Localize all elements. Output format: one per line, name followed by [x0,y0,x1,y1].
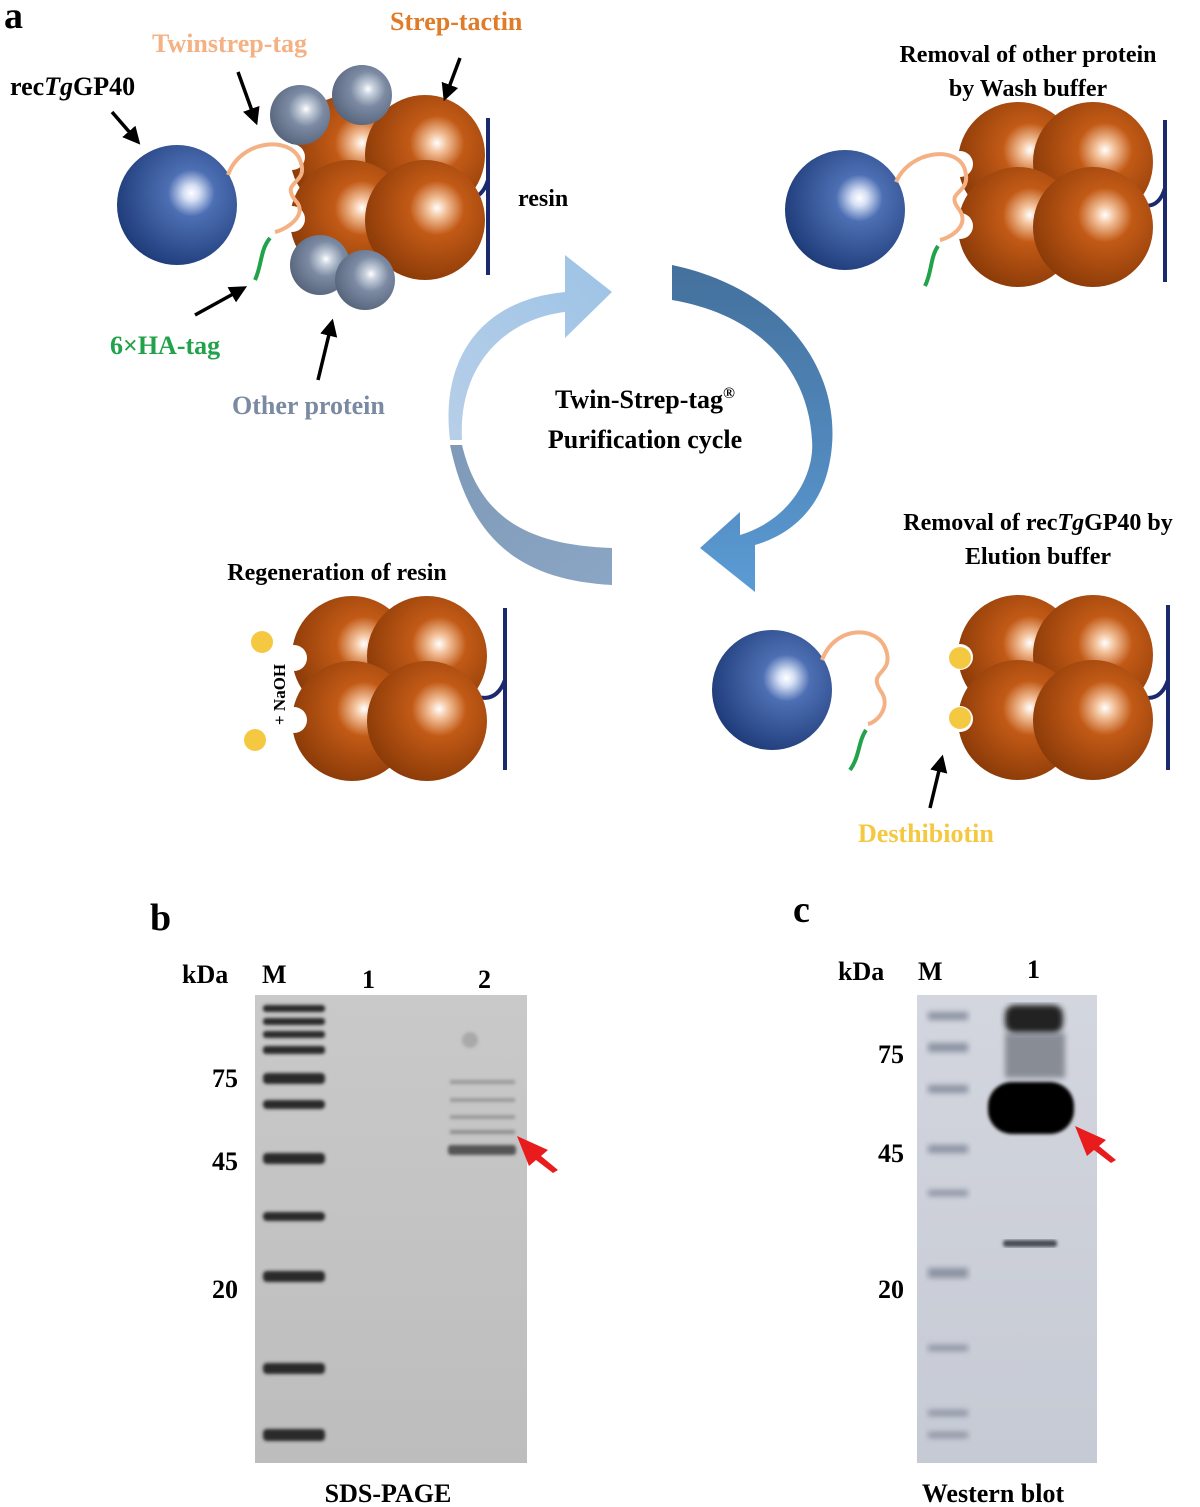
complex-bound [117,65,490,310]
elution-line1-b: GP40 by [1084,510,1173,536]
strep-tactin-regenerated [281,596,487,781]
gel-b-lane-2: 2 [478,965,491,994]
label-tg: Tg [44,72,73,101]
wash-line2: by Wash buffer [949,76,1108,102]
panel-letter-b: b [150,897,171,939]
label-resin: resin [518,186,568,212]
panel-b: b kDa M 1 2 75 45 20 [150,897,558,1507]
blot-c-lane1-bands [988,1005,1074,1247]
label-twinstrep-tag: Twinstrep-tag [152,29,307,58]
gel-b-lane-m: M [262,960,287,989]
blot-c-marker-45: 45 [878,1139,904,1168]
gel-b-caption: SDS-PAGE [325,1479,452,1507]
blot-c-caption: Western blot [922,1479,1065,1507]
cycle-title-line1: Twin-Strep-tag [555,385,723,414]
panel-letter-a: a [4,0,23,37]
gel-b-lane-1: 1 [362,965,375,994]
elution-line2: Elution buffer [965,544,1111,570]
complex-washed [785,102,1167,287]
cycle-arrow-bottom-left [450,445,612,585]
gel-b-marker-20: 20 [212,1275,238,1304]
complex-regenerated [244,596,507,781]
cycle-title-line2: Purification cycle [548,425,742,454]
panel-letter-c: c [793,889,810,931]
blot-c-marker-20: 20 [878,1275,904,1304]
blot-c-marker-75: 75 [878,1040,904,1069]
blot-c-lane-m: M [918,957,943,986]
cycle-arrow-top-left [448,255,612,440]
gel-b-lane2-bands [448,1032,516,1155]
label-rec: rec [10,72,44,101]
complex-eluted [712,595,1170,780]
wash-line1: Removal of other protein [899,42,1156,68]
label-naoh: + NaOH [270,664,289,725]
label-regeneration: Regeneration of resin [227,560,447,586]
protein-eluted [712,630,832,750]
elution-line1-a: Removal of rec [903,510,1058,536]
svg-text:Twin-Strep-tag®: Twin-Strep-tag® [555,385,735,414]
strep-tactin-washed [947,102,1153,287]
panel-c: c kDa M 1 75 45 20 Western blot [793,889,1116,1507]
purification-cycle-arrows [448,255,833,592]
panel-a: a Twin-Strep-tag® Purification cycle rec… [4,0,1173,848]
elution-line1-tg: Tg [1057,510,1084,536]
blot-c-unit: kDa [838,957,884,986]
cycle-arrow-right [672,265,833,592]
label-ha-tag: 6×HA-tag [110,331,220,360]
strep-tactin-eluted [947,595,1153,780]
gel-b-marker-45: 45 [212,1147,238,1176]
sds-page-gel [255,995,527,1463]
gel-b-unit: kDa [182,960,228,989]
gel-b-marker-75: 75 [212,1064,238,1093]
label-desthibiotin: Desthibiotin [858,819,994,848]
label-other-protein: Other protein [232,391,385,420]
label-gp40: GP40 [73,72,135,101]
gel-b-marker-bands [263,1005,325,1441]
blot-c-marker-bands [928,1012,968,1438]
svg-text:Removal of recTgGP40 by: Removal of recTgGP40 by [903,510,1173,536]
protein-washed [785,150,905,270]
blot-c-lane-1: 1 [1027,955,1040,984]
protein-recTgGP40 [117,145,237,265]
blot-c-target-arrow [1075,1126,1116,1163]
cycle-title-reg: ® [723,385,735,402]
label-strep-tactin: Strep-tactin [390,7,523,36]
gel-b-target-arrow [517,1136,558,1173]
svg-text:recTgGP40: recTgGP40 [10,72,135,101]
